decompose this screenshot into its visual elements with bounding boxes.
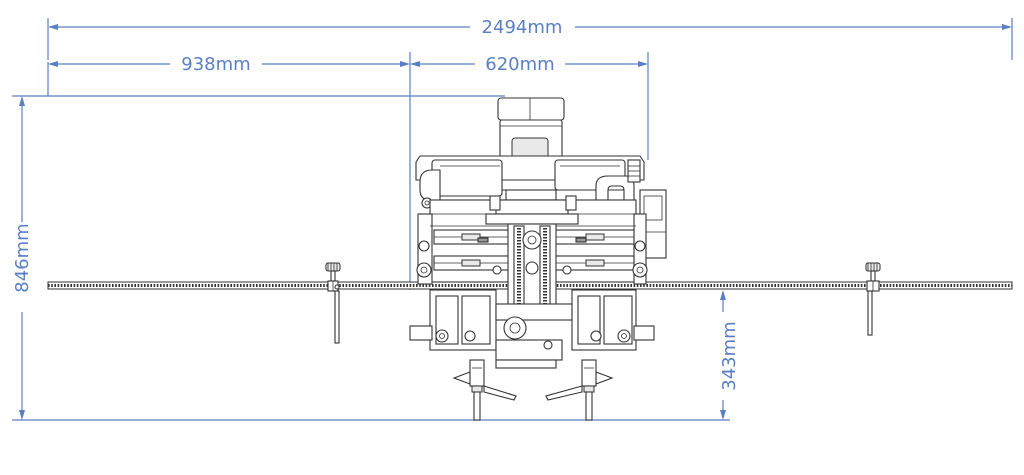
left-clamp bbox=[452, 359, 517, 421]
dimension-left-offset: 938mm bbox=[47, 52, 411, 290]
dimension-overall-width: 2494mm bbox=[47, 17, 1013, 60]
center-width-label: 620mm bbox=[485, 54, 554, 75]
dimension-base-height: 343mm bbox=[719, 290, 740, 420]
dimension-center-width: 620mm bbox=[410, 52, 649, 160]
overall-height-label: 846mm bbox=[12, 223, 33, 292]
base-height-label: 343mm bbox=[719, 321, 740, 390]
machine-body bbox=[415, 155, 667, 309]
right-clamp bbox=[545, 359, 614, 421]
overall-width-label: 2494mm bbox=[482, 17, 563, 38]
left-offset-label: 938mm bbox=[181, 54, 250, 75]
motor-assembly bbox=[497, 97, 565, 201]
left-rail-stop bbox=[325, 262, 341, 344]
lower-assembly bbox=[409, 289, 655, 369]
right-rail-stop bbox=[865, 262, 881, 336]
dimension-overall-height: 846mm bbox=[12, 95, 730, 421]
